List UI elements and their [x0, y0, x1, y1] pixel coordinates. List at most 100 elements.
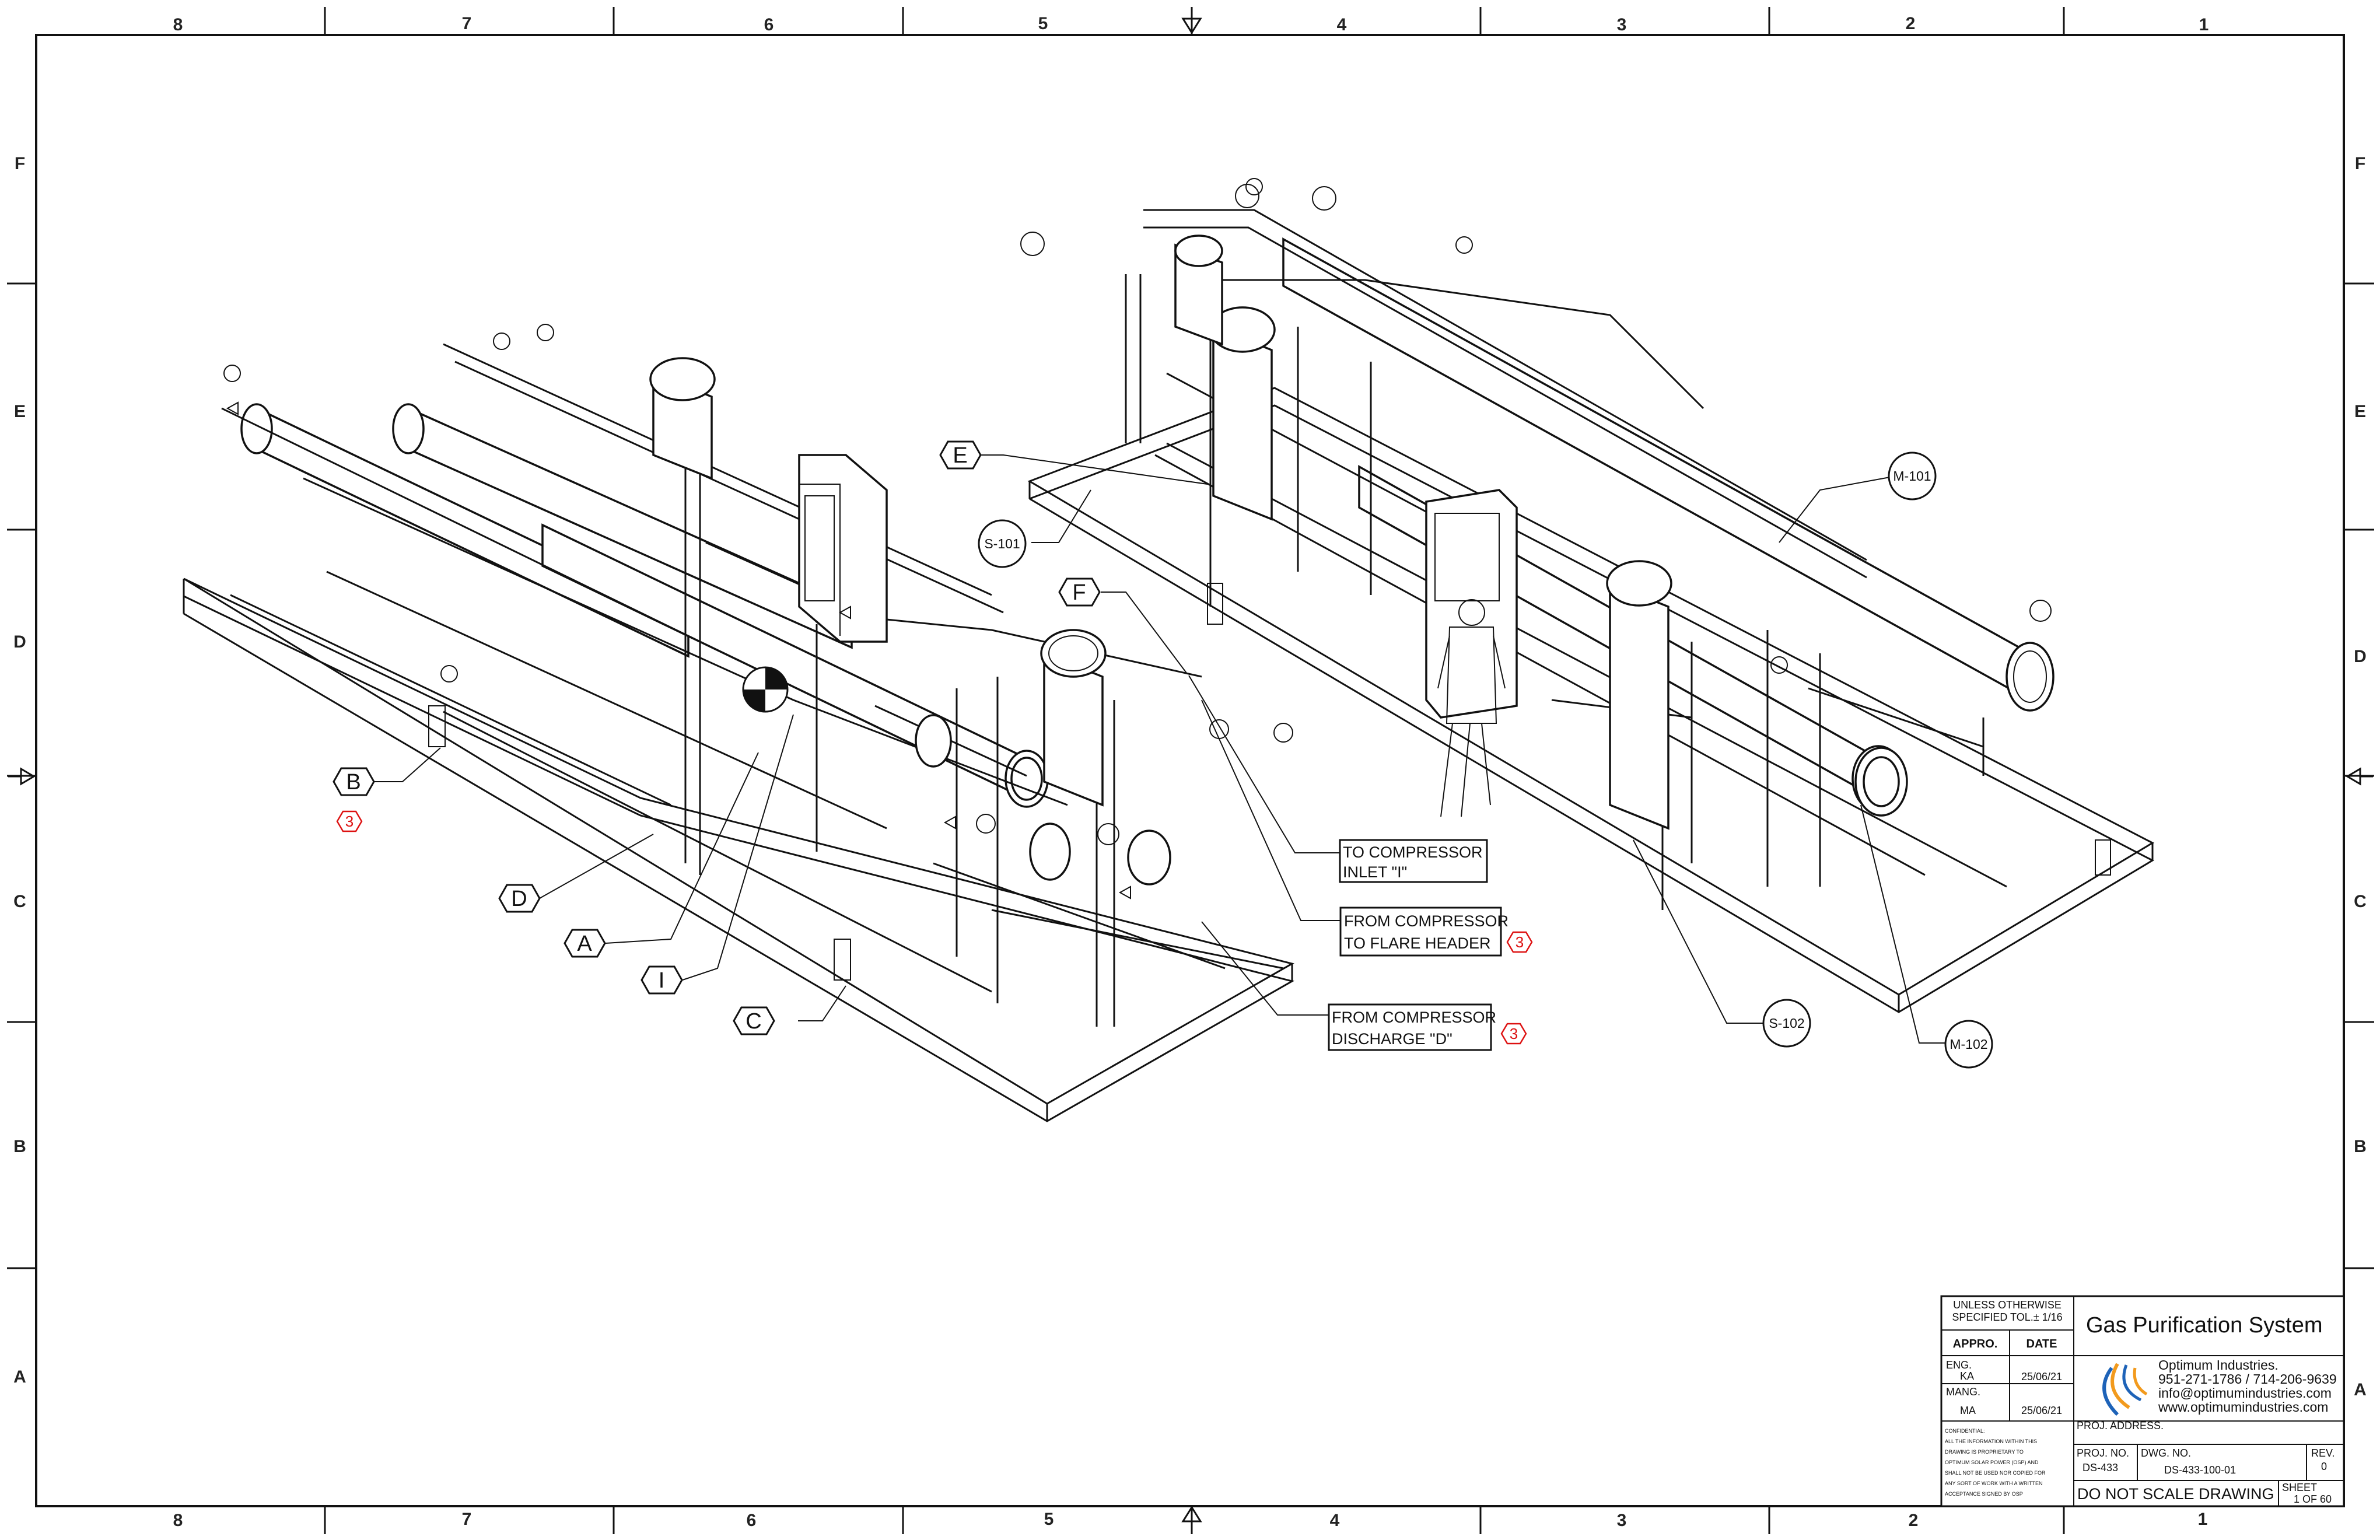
- zone-col-5-bottom: 5: [1044, 1510, 1054, 1529]
- tag-m102-label: M-102: [1950, 1037, 1987, 1052]
- title-block: UNLESS OTHERWISE SPECIFIED TOL.± 1/16 AP…: [1940, 1295, 2345, 1507]
- zone-col-4-bottom: 4: [1330, 1511, 1340, 1530]
- callout-d-label: D: [511, 887, 527, 911]
- date-header: DATE: [2027, 1338, 2057, 1350]
- company-name: Optimum Industries.: [2158, 1357, 2278, 1373]
- center-of-gravity-icon: [742, 666, 789, 713]
- sheet-value: 1 OF 60: [2294, 1493, 2332, 1505]
- note-flare-line-2: TO FLARE HEADER: [1344, 935, 1491, 952]
- zone-col-7-bottom: 7: [462, 1510, 472, 1529]
- zone-col-1-top: 1: [2199, 15, 2209, 34]
- zone-col-6-top: 6: [764, 15, 774, 34]
- proj-no-value: DS-433: [2082, 1462, 2118, 1474]
- eng-date: 25/06/21: [2021, 1371, 2062, 1382]
- note-to-compressor-line-2: INLET "I": [1343, 863, 1407, 881]
- left-skid: [183, 324, 1294, 1122]
- zone-row-c-right: C: [2354, 892, 2367, 911]
- zone-row-b-right: B: [2354, 1137, 2367, 1156]
- zone-labels: 8 7 6 5 4 3 2 1 8 7 6 5 4 3 2 1 F E D C …: [13, 14, 2367, 1530]
- note-flare-line-1: FROM COMPRESSOR: [1344, 912, 1508, 930]
- rev-value: 0: [2321, 1461, 2327, 1472]
- note-discharge-line-2: DISCHARGE "D": [1332, 1030, 1452, 1048]
- company-email: info@optimumindustries.com: [2158, 1385, 2332, 1401]
- tag-m101-label: M-101: [1893, 468, 1931, 484]
- zone-row-a-right: A: [2354, 1380, 2367, 1399]
- zone-col-8-bottom: 8: [173, 1511, 183, 1530]
- zone-col-2-top: 2: [1906, 14, 1916, 33]
- tag-m101: M-101: [1888, 452, 1937, 501]
- mang-label: MANG.: [1946, 1386, 1980, 1398]
- zone-col-6-bottom: 6: [747, 1511, 757, 1530]
- confidential-line: ACCEPTANCE SIGNED BY OSP: [1945, 1491, 2023, 1497]
- callout-e: E: [939, 440, 982, 470]
- zone-row-a-left: A: [13, 1367, 26, 1387]
- note-flare-header: FROM COMPRESSOR TO FLARE HEADER: [1339, 907, 1508, 957]
- callout-f-label: F: [1072, 580, 1086, 605]
- zone-row-d-left: D: [13, 632, 26, 652]
- left-filter-vessel-2: [649, 357, 716, 480]
- hexagon-revision-icon: 3: [336, 810, 363, 832]
- mang-date: 25/06/21: [2021, 1405, 2062, 1416]
- sheet-border: [7, 7, 2374, 1534]
- callout-leaders: [374, 454, 1945, 1044]
- zone-col-7-top: 7: [462, 14, 472, 33]
- company-web: www.optimumindustries.com: [2158, 1399, 2328, 1415]
- confidential-line: OPTIMUM SOLAR POWER (OSP) AND: [1945, 1460, 2039, 1465]
- drawing-title: Gas Purification System: [2086, 1313, 2322, 1338]
- proj-address-label: PROJ. ADDRESS.: [2077, 1420, 2164, 1432]
- right-filter-s101: [1209, 306, 1276, 521]
- zone-row-d-right: D: [2354, 647, 2367, 666]
- eng-label: ENG.: [1946, 1359, 1972, 1371]
- left-vessel-lower: [541, 523, 1049, 808]
- revision-mark-flare: 3: [1516, 933, 1524, 951]
- zone-col-1-bottom: 1: [2198, 1510, 2208, 1529]
- tag-s101-label: S-101: [984, 536, 1020, 551]
- zone-col-5-top: 5: [1038, 14, 1048, 33]
- tolerance-line-2: SPECIFIED TOL.± 1/16: [1952, 1311, 2062, 1323]
- callout-a: A: [564, 929, 606, 958]
- left-filter-vessel: [1040, 629, 1107, 807]
- left-control-panel: [798, 454, 888, 643]
- tolerance-line-1: UNLESS OTHERWISE: [1953, 1299, 2062, 1311]
- left-vessel-middle: [392, 403, 853, 649]
- right-filter-s102: [1606, 560, 1672, 830]
- tag-m102: M-102: [1944, 1020, 1993, 1069]
- callout-a-label: A: [577, 932, 592, 956]
- callout-i-label: I: [659, 968, 665, 993]
- right-skid: [1020, 178, 2155, 1013]
- confidential-line: DRAWING IS PROPRIETARY TO: [1945, 1449, 2024, 1455]
- note-to-compressor-inlet: TO COMPRESSOR INLET "I": [1339, 839, 1488, 883]
- revision-mark-b: 3: [345, 813, 354, 830]
- confidential-line: ALL THE INFORMATION WITHIN THIS: [1945, 1438, 2037, 1444]
- zone-col-3-top: 3: [1617, 15, 1627, 34]
- callout-e-label: E: [953, 443, 967, 468]
- tag-s102: S-102: [1762, 999, 1811, 1048]
- note-discharge-line-1: FROM COMPRESSOR: [1332, 1009, 1496, 1026]
- confidential-line: ANY SORT OF WORK WITH A WRITTEN: [1945, 1480, 2043, 1486]
- zone-row-f-left: F: [15, 154, 25, 173]
- optimum-swirl-logo-icon: [2102, 1363, 2148, 1416]
- mang-initials: MA: [1960, 1405, 1976, 1416]
- zone-col-4-top: 4: [1337, 15, 1347, 34]
- callout-i: I: [640, 965, 683, 995]
- proj-no-label: PROJ. NO.: [2077, 1447, 2129, 1459]
- eng-initials: KA: [1960, 1370, 1974, 1382]
- confidential-line: CONFIDENTIAL:: [1945, 1428, 1985, 1434]
- rev-label: REV.: [2311, 1447, 2334, 1459]
- zone-col-2-bottom: 2: [1909, 1511, 1919, 1530]
- zone-row-f-right: F: [2355, 154, 2365, 173]
- confidential-line: SHALL NOT BE USED NOR COPIED FOR: [1945, 1470, 2046, 1476]
- zone-col-8-top: 8: [173, 15, 183, 34]
- callout-b: B: [332, 767, 375, 796]
- zone-row-e-right: E: [2354, 402, 2366, 421]
- right-filter-top: [1174, 235, 1223, 346]
- callout-c-label: C: [746, 1009, 761, 1034]
- callout-b-label: B: [346, 770, 360, 794]
- dwg-no-label: DWG. NO.: [2141, 1447, 2191, 1459]
- zone-col-3-bottom: 3: [1617, 1511, 1627, 1530]
- zone-row-c-left: C: [13, 892, 26, 911]
- right-vessel-m101: [1282, 237, 2054, 712]
- callout-f: F: [1058, 578, 1101, 607]
- company-phone: 951-271-1786 / 714-206-9639: [2158, 1371, 2337, 1387]
